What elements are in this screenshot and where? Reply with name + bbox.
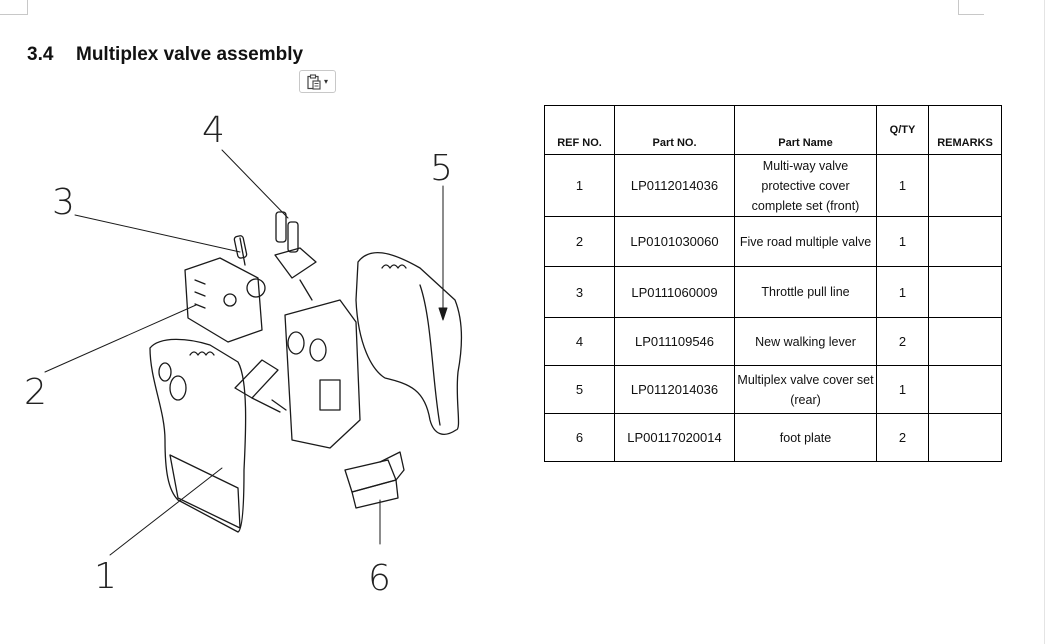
walking-lever-part bbox=[274, 211, 317, 301]
callout-6: 6 bbox=[368, 558, 391, 599]
table-row: 5 LP0112014036 Multiplex valve cover set… bbox=[544, 365, 1002, 414]
cell-qty: 1 bbox=[876, 266, 929, 318]
clipboard-icon bbox=[307, 73, 321, 90]
chevron-down-icon: ▾ bbox=[323, 77, 328, 86]
table-header-row: REF NO. Part NO. Part Name Q/TY REMARKS bbox=[544, 105, 1002, 155]
cell-ref: 1 bbox=[544, 154, 615, 217]
callout-3: 3 bbox=[52, 182, 75, 223]
valve-block-part bbox=[184, 235, 266, 343]
header-qty: Q/TY bbox=[876, 105, 929, 155]
cell-part-name: Multi-way valve protective cover complet… bbox=[734, 154, 877, 217]
table-row: 1 LP0112014036 Multi-way valve protectiv… bbox=[544, 154, 1002, 217]
section-title: Multiplex valve assembly bbox=[76, 44, 304, 65]
callout-1: 1 bbox=[94, 556, 117, 597]
parts-table: REF NO. Part NO. Part Name Q/TY REMARKS … bbox=[544, 105, 1002, 462]
page-edge bbox=[1044, 0, 1045, 644]
cell-ref: 5 bbox=[544, 365, 615, 414]
callout-numbers: 1 2 3 4 5 6 bbox=[24, 110, 453, 599]
callout-4: 4 bbox=[202, 110, 225, 151]
callout-5: 5 bbox=[430, 148, 453, 189]
table-row: 6 LP00117020014 foot plate 2 bbox=[544, 413, 1002, 462]
cell-part-name: Five road multiple valve bbox=[734, 216, 877, 267]
cell-part-name: Multiplex valve cover set (rear) bbox=[734, 365, 877, 414]
page-corner-mark bbox=[958, 0, 984, 15]
foot-plate-part bbox=[234, 359, 405, 509]
cell-part-no: LP0101030060 bbox=[614, 216, 735, 267]
cell-remarks bbox=[928, 154, 1002, 217]
table-row: 3 LP0111060009 Throttle pull line 1 bbox=[544, 266, 1002, 318]
cell-qty: 2 bbox=[876, 413, 929, 462]
cell-remarks bbox=[928, 413, 1002, 462]
cell-part-no: LP0112014036 bbox=[614, 154, 735, 217]
rear-cover-part bbox=[355, 252, 463, 435]
cell-qty: 2 bbox=[876, 317, 929, 366]
header-part-name: Part Name bbox=[734, 105, 877, 155]
header-remarks: REMARKS bbox=[928, 105, 1002, 155]
valve-assembly-diagram: 1 2 3 4 5 6 bbox=[24, 110, 463, 599]
table-row: 2 LP0101030060 Five road multiple valve … bbox=[544, 216, 1002, 267]
cell-ref: 2 bbox=[544, 216, 615, 267]
cell-part-name: foot plate bbox=[734, 413, 877, 462]
section-number: 3.4 bbox=[27, 44, 54, 65]
cell-remarks bbox=[928, 365, 1002, 414]
cell-qty: 1 bbox=[876, 365, 929, 414]
section-heading: 3.4 Multiplex valve assembly bbox=[27, 44, 303, 66]
cell-qty: 1 bbox=[876, 216, 929, 267]
cell-part-no: LP00117020014 bbox=[614, 413, 735, 462]
cell-remarks bbox=[928, 317, 1002, 366]
paste-options-button[interactable]: ▾ bbox=[299, 70, 336, 93]
cell-part-name: New walking lever bbox=[734, 317, 877, 366]
page-corner-mark bbox=[0, 0, 28, 15]
cell-ref: 4 bbox=[544, 317, 615, 366]
cell-part-no: LP0111060009 bbox=[614, 266, 735, 318]
cell-remarks bbox=[928, 266, 1002, 318]
cell-remarks bbox=[928, 216, 1002, 267]
callout-2: 2 bbox=[24, 372, 47, 413]
header-ref-no: REF NO. bbox=[544, 105, 615, 155]
leader-lines bbox=[44, 149, 448, 556]
header-part-no: Part NO. bbox=[614, 105, 735, 155]
cell-part-no: LP0112014036 bbox=[614, 365, 735, 414]
cell-ref: 3 bbox=[544, 266, 615, 318]
table-row: 4 LP011109546 New walking lever 2 bbox=[544, 317, 1002, 366]
cell-qty: 1 bbox=[876, 154, 929, 217]
front-cover-part bbox=[149, 338, 247, 533]
cell-part-no: LP011109546 bbox=[614, 317, 735, 366]
cell-ref: 6 bbox=[544, 413, 615, 462]
mounting-frame-part bbox=[271, 299, 361, 449]
cell-part-name: Throttle pull line bbox=[734, 266, 877, 318]
